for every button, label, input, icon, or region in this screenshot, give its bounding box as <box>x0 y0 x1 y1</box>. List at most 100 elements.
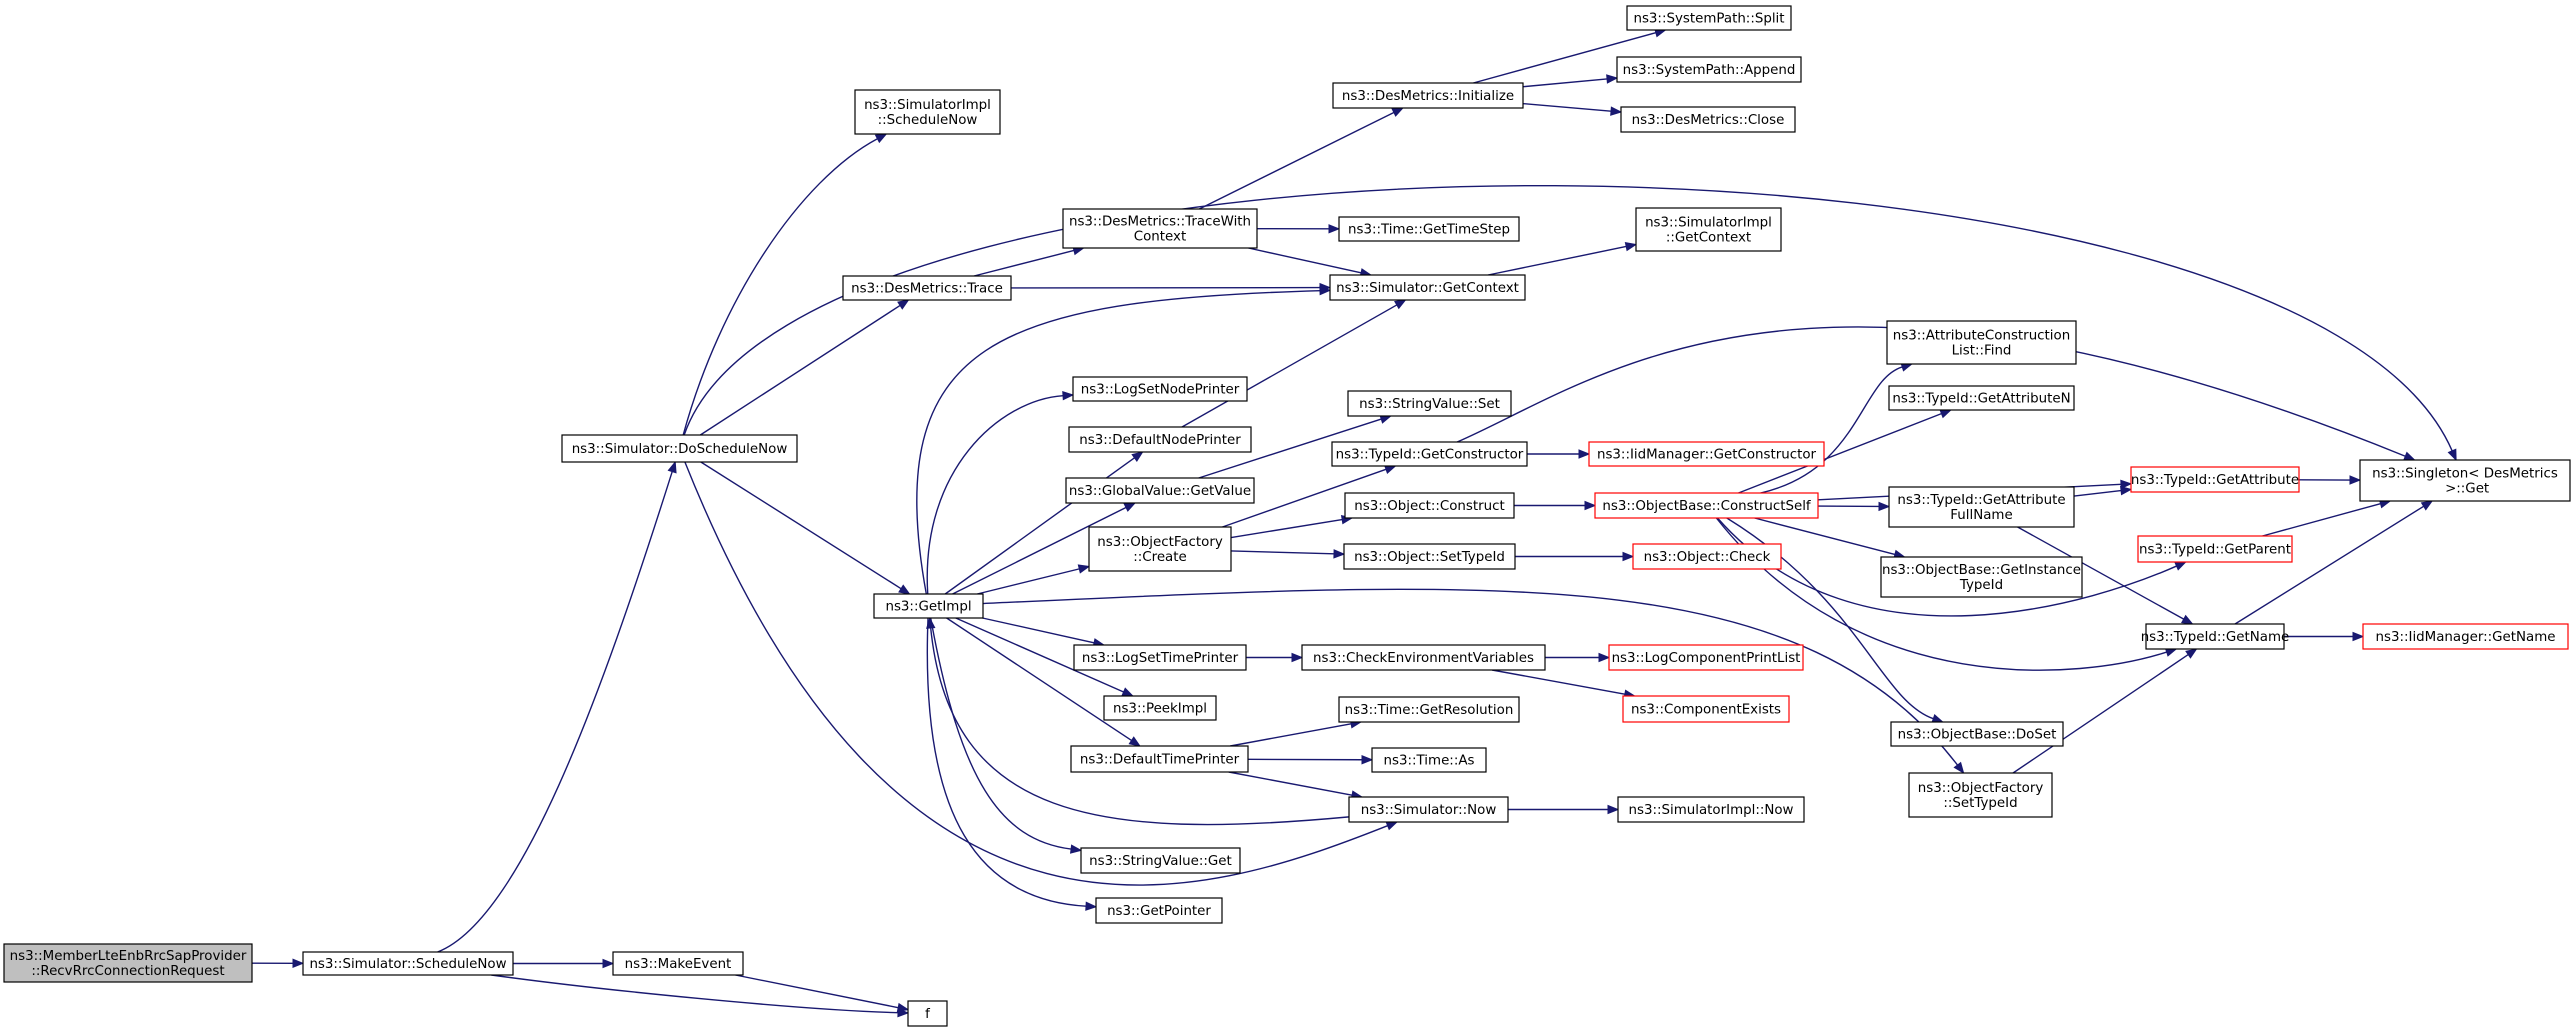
node-tid-get-attr-n[interactable]: ns3::TypeId::GetAttributeN <box>1888 385 2075 411</box>
node-box <box>1616 56 1802 83</box>
node-box <box>1626 5 1792 31</box>
node-iid-get-ctor[interactable]: ns3::IidManager::GetConstructor <box>1588 441 1825 467</box>
node-def-node-pr[interactable]: ns3::DefaultNodePrinter <box>1068 426 1252 453</box>
node-log-comp-print[interactable]: ns3::LogComponentPrintList <box>1608 644 1804 671</box>
call-edge <box>1230 514 1354 539</box>
call-edge <box>1246 652 1304 663</box>
node-time-as[interactable]: ns3::Time::As <box>1371 747 1487 773</box>
node-label: ns3::LogComponentPrintList <box>1612 651 1801 666</box>
arrowhead <box>1622 551 1635 562</box>
node-make-event[interactable]: ns3::MakeEvent <box>612 951 744 976</box>
node-box <box>1095 897 1223 924</box>
node-tid-get-attr[interactable]: ns3::TypeId::GetAttribute <box>2130 466 2300 493</box>
node-log-time-pr[interactable]: ns3::LogSetTimePrinter <box>1073 644 1247 671</box>
arrowhead <box>1610 106 1623 116</box>
node-sv-set[interactable]: ns3::StringValue::Set <box>1347 390 1512 417</box>
node-label: ::SetTypeId <box>1943 796 2017 811</box>
node-box <box>2145 623 2285 650</box>
node-check-env[interactable]: ns3::CheckEnvironmentVariables <box>1301 644 1546 671</box>
arrowhead <box>1953 761 1965 775</box>
node-tid-get-ctor[interactable]: ns3::TypeId::GetConstructor <box>1331 441 1528 467</box>
call-edge <box>735 974 910 1013</box>
call-edge <box>1010 282 1332 293</box>
arrowhead <box>292 958 305 969</box>
arrowhead <box>2447 448 2457 462</box>
call-edge <box>973 246 1085 277</box>
node-sim-impl-ctx[interactable]: ns3::SimulatorImpl::GetContext <box>1635 207 1782 252</box>
call-edge <box>926 616 1350 826</box>
node-sched-now[interactable]: ns3::Simulator::ScheduleNow <box>302 951 514 976</box>
node-box <box>854 89 1001 135</box>
node-ob-construct-self[interactable]: ns3::ObjectBase::ConstructSelf <box>1594 492 1819 519</box>
node-obj-check[interactable]: ns3::Object::Check <box>1632 543 1782 570</box>
node-of-create[interactable]: ns3::ObjectFactory::Create <box>1088 526 1232 572</box>
node-label: ns3::GetPointer <box>1107 904 1211 919</box>
node-log-node-pr[interactable]: ns3::LogSetNodePrinter <box>1072 376 1248 402</box>
node-box <box>1888 385 2075 411</box>
call-edge <box>2073 485 2133 497</box>
node-singleton-get[interactable]: ns3::Singleton< DesMetrics >::Get <box>2359 459 2571 502</box>
node-peek-impl[interactable]: ns3::PeekImpl <box>1103 695 1217 721</box>
arrowhead <box>1878 501 1891 512</box>
node-box <box>1332 82 1524 109</box>
node-iid-get-name[interactable]: ns3::IidManager::GetName <box>2362 623 2569 650</box>
node-label: ns3::MakeEvent <box>625 957 732 972</box>
node-label: ns3::CheckEnvironmentVariables <box>1313 651 1534 666</box>
call-edge <box>699 299 910 436</box>
arrowhead <box>1939 409 1953 419</box>
node-tid-get-name[interactable]: ns3::TypeId::GetName <box>2141 623 2290 650</box>
call-edge <box>1247 755 1374 765</box>
node-time-step[interactable]: ns3::Time::GetTimeStep <box>1338 216 1520 242</box>
node-of-set-tid[interactable]: ns3::ObjectFactory::SetTypeId <box>1908 772 2053 818</box>
node-f[interactable]: f <box>907 1000 948 1027</box>
node-box <box>1331 441 1528 467</box>
arrowhead <box>926 616 936 629</box>
node-dm-trace[interactable]: ns3::DesMetrics::Trace <box>842 275 1012 301</box>
node-label: ns3::Simulator::GetContext <box>1336 281 1519 296</box>
arrowhead <box>1123 502 1137 512</box>
node-box <box>1371 747 1487 773</box>
node-sim-impl-sched[interactable]: ns3::SimulatorImpl::ScheduleNow <box>854 89 1001 135</box>
node-get-pointer[interactable]: ns3::GetPointer <box>1095 897 1223 924</box>
call-edge <box>977 564 1091 595</box>
call-edge <box>1715 517 2178 671</box>
node-obj-set-tid[interactable]: ns3::Object::SetTypeId <box>1343 543 1516 570</box>
node-box <box>1338 696 1520 723</box>
node-tid-get-parent[interactable]: ns3::TypeId::GetParent <box>2137 535 2293 563</box>
node-comp-exists[interactable]: ns3::ComponentExists <box>1622 695 1790 723</box>
arrowhead <box>2180 614 2194 625</box>
node-obj-construct[interactable]: ns3::Object::Construct <box>1344 492 1515 519</box>
node-dm-init[interactable]: ns3::DesMetrics::Initialize <box>1332 82 1524 109</box>
node-time-get-res[interactable]: ns3::Time::GetResolution <box>1338 696 1520 723</box>
node-box <box>1065 477 1255 504</box>
node-sim-get-ctx[interactable]: ns3::Simulator::GetContext <box>1329 274 1526 301</box>
node-def-time-pr[interactable]: ns3::DefaultTimePrinter <box>1070 745 1249 773</box>
arrowhead <box>1624 241 1638 252</box>
call-edge <box>1473 28 1667 84</box>
call-edge <box>946 617 1141 747</box>
node-label: ::GetContext <box>1666 231 1751 246</box>
arrowhead <box>2185 648 2198 659</box>
node-box <box>302 951 514 976</box>
node-do-sched[interactable]: ns3::Simulator::DoScheduleNow <box>561 434 798 463</box>
node-sim-now[interactable]: ns3::Simulator::Now <box>1348 796 1509 823</box>
node-sv-get[interactable]: ns3::StringValue::Get <box>1080 847 1241 874</box>
call-edge <box>1515 551 1635 562</box>
node-gv-get[interactable]: ns3::GlobalValue::GetValue <box>1065 477 1255 504</box>
node-sp-append[interactable]: ns3::SystemPath::Append <box>1616 56 1802 83</box>
node-sp-split[interactable]: ns3::SystemPath::Split <box>1626 5 1792 31</box>
arrowhead <box>2120 479 2133 490</box>
call-edge <box>1522 74 1619 88</box>
call-edge <box>916 285 1332 595</box>
node-dm-close[interactable]: ns3::DesMetrics::Close <box>1620 106 1796 133</box>
node-label: Context <box>1134 230 1186 245</box>
node-sim-impl-now[interactable]: ns3::SimulatorImpl::Now <box>1617 796 1805 823</box>
arrowhead <box>1606 74 1619 84</box>
node-get-impl[interactable]: ns3::GetImpl <box>873 593 984 619</box>
node-ob-do-set[interactable]: ns3::ObjectBase::DoSet <box>1890 721 2064 747</box>
node-box <box>1890 721 2064 747</box>
